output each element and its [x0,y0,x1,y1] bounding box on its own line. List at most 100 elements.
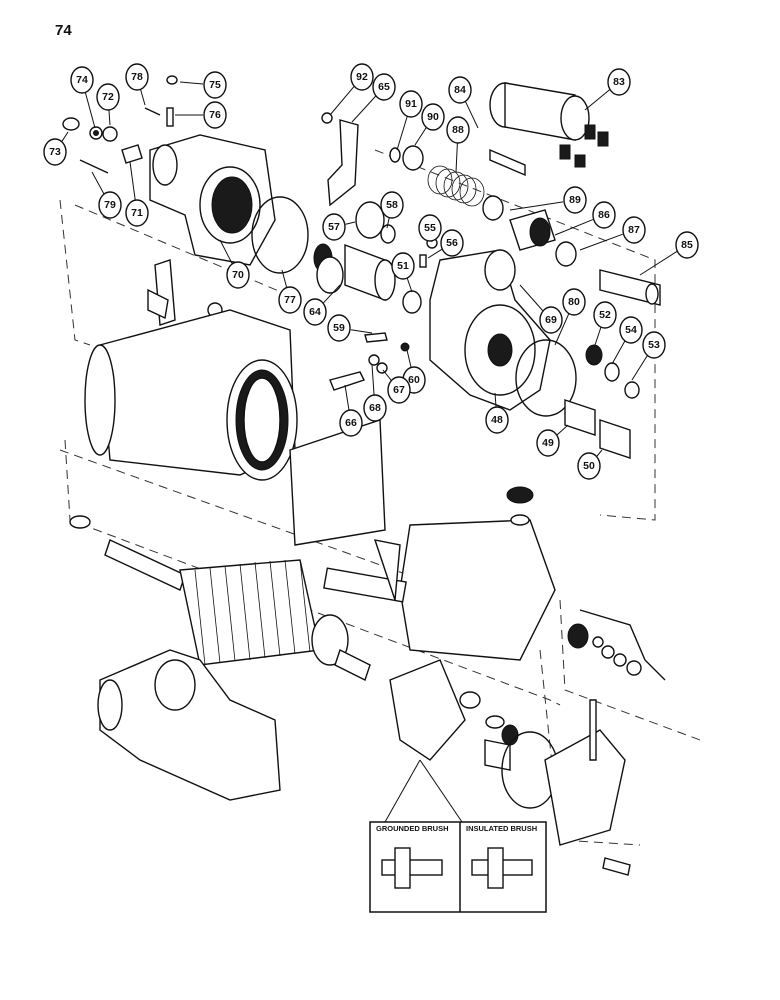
callout-balloon [380,191,404,219]
callout-number: 86 [598,209,610,221]
callout-number: 75 [209,79,221,91]
callout-leader [494,392,497,409]
callout-number: 76 [209,109,221,121]
callout-leader [382,369,392,381]
motor-frame [84,309,386,546]
gasket-ring [251,196,309,274]
callout-number: 50 [583,460,595,472]
callout-balloon [592,201,616,229]
callout-number: 85 [681,239,693,251]
callout-number: 77 [284,294,296,306]
callout-balloon [125,199,149,227]
callout-balloon [642,331,666,359]
callout-balloon [399,90,423,118]
callout-balloon [536,429,560,457]
callout-leader [579,233,623,251]
callout-number: 66 [345,417,357,429]
callout-balloon [96,83,120,111]
callout-leader [350,329,373,334]
armature [104,539,371,681]
callout-number: 52 [599,309,611,321]
callout-leader [611,340,626,365]
callout-balloon [43,138,67,166]
assembled-starter-view [97,649,281,801]
callout-number: 55 [424,222,436,234]
callout-number: 91 [405,98,417,110]
callout-balloon [563,186,587,214]
upper-left-hardware [62,75,178,174]
callout-balloon [372,73,396,101]
callout-leader [464,100,479,129]
callout-balloon [387,376,411,404]
callout-balloon [278,286,302,314]
callout-number: 80 [568,296,580,308]
callout-leader [631,354,649,381]
callout-balloon [675,231,699,259]
callout-leader [344,384,350,412]
callout-number: 54 [625,324,637,336]
callout-number: 56 [446,237,458,249]
terminal-lead [567,609,666,681]
callout-leader [519,284,544,312]
callout-number: 92 [356,71,368,83]
callout-leader [427,248,443,259]
callout-leader [322,284,341,304]
callout-leader [386,216,390,229]
callout-number: 84 [454,84,466,96]
callout-balloon [622,216,646,244]
callout-balloon [327,314,351,342]
callout-number: 48 [491,414,503,426]
callout-leader [414,126,427,146]
callout-leader [219,239,233,265]
callout-number: 89 [569,194,581,206]
callout-leader [281,269,288,289]
callout-leader [371,364,375,397]
callout-number: 59 [333,322,345,334]
callout-number: 53 [648,339,660,351]
callout-number: 71 [131,207,143,219]
callout-number: 72 [102,91,114,103]
callout-balloon [350,63,374,91]
callout-balloon [391,252,415,280]
brush-plate [389,659,631,876]
callout-leader [61,131,69,143]
callout-leader [396,115,408,151]
callout-number: 58 [386,199,398,211]
callout-number: 74 [76,74,88,86]
callout-leader [345,221,356,225]
callout-leader [455,141,458,173]
callout-number: 83 [613,76,625,88]
callout-leader [554,219,594,236]
callout-balloon [203,101,227,129]
callout-leader [351,95,377,123]
callout-balloon [303,298,327,326]
callout-leader [596,449,603,458]
callout-number: 79 [104,199,116,211]
drive-housing [149,134,276,266]
callout-balloon [363,394,387,422]
callout-number: 88 [452,124,464,136]
brush-inset [369,759,547,913]
inset-left-title: GROUNDED BRUSH [376,824,449,833]
callout-balloon [539,306,563,334]
callout-leader [556,424,569,436]
callout-balloon [203,71,227,99]
callout-leader [406,277,413,293]
callout-number: 57 [328,221,340,233]
callout-number: 60 [408,374,420,386]
callout-number: 69 [545,314,557,326]
callout-leader [91,171,105,195]
callout-leader [554,312,570,346]
callout-balloon [619,316,643,344]
shift-lever [321,112,359,207]
callout-number: 73 [49,146,61,158]
callout-balloon [226,261,250,289]
callout-balloon [421,103,445,131]
callout-number: 87 [628,224,640,236]
page-number: 74 [55,22,72,39]
callout-number: 90 [427,111,439,123]
callout-balloon [448,76,472,104]
callout-balloon [562,288,586,316]
callout-balloon [70,66,94,94]
callout-balloon [577,452,601,480]
